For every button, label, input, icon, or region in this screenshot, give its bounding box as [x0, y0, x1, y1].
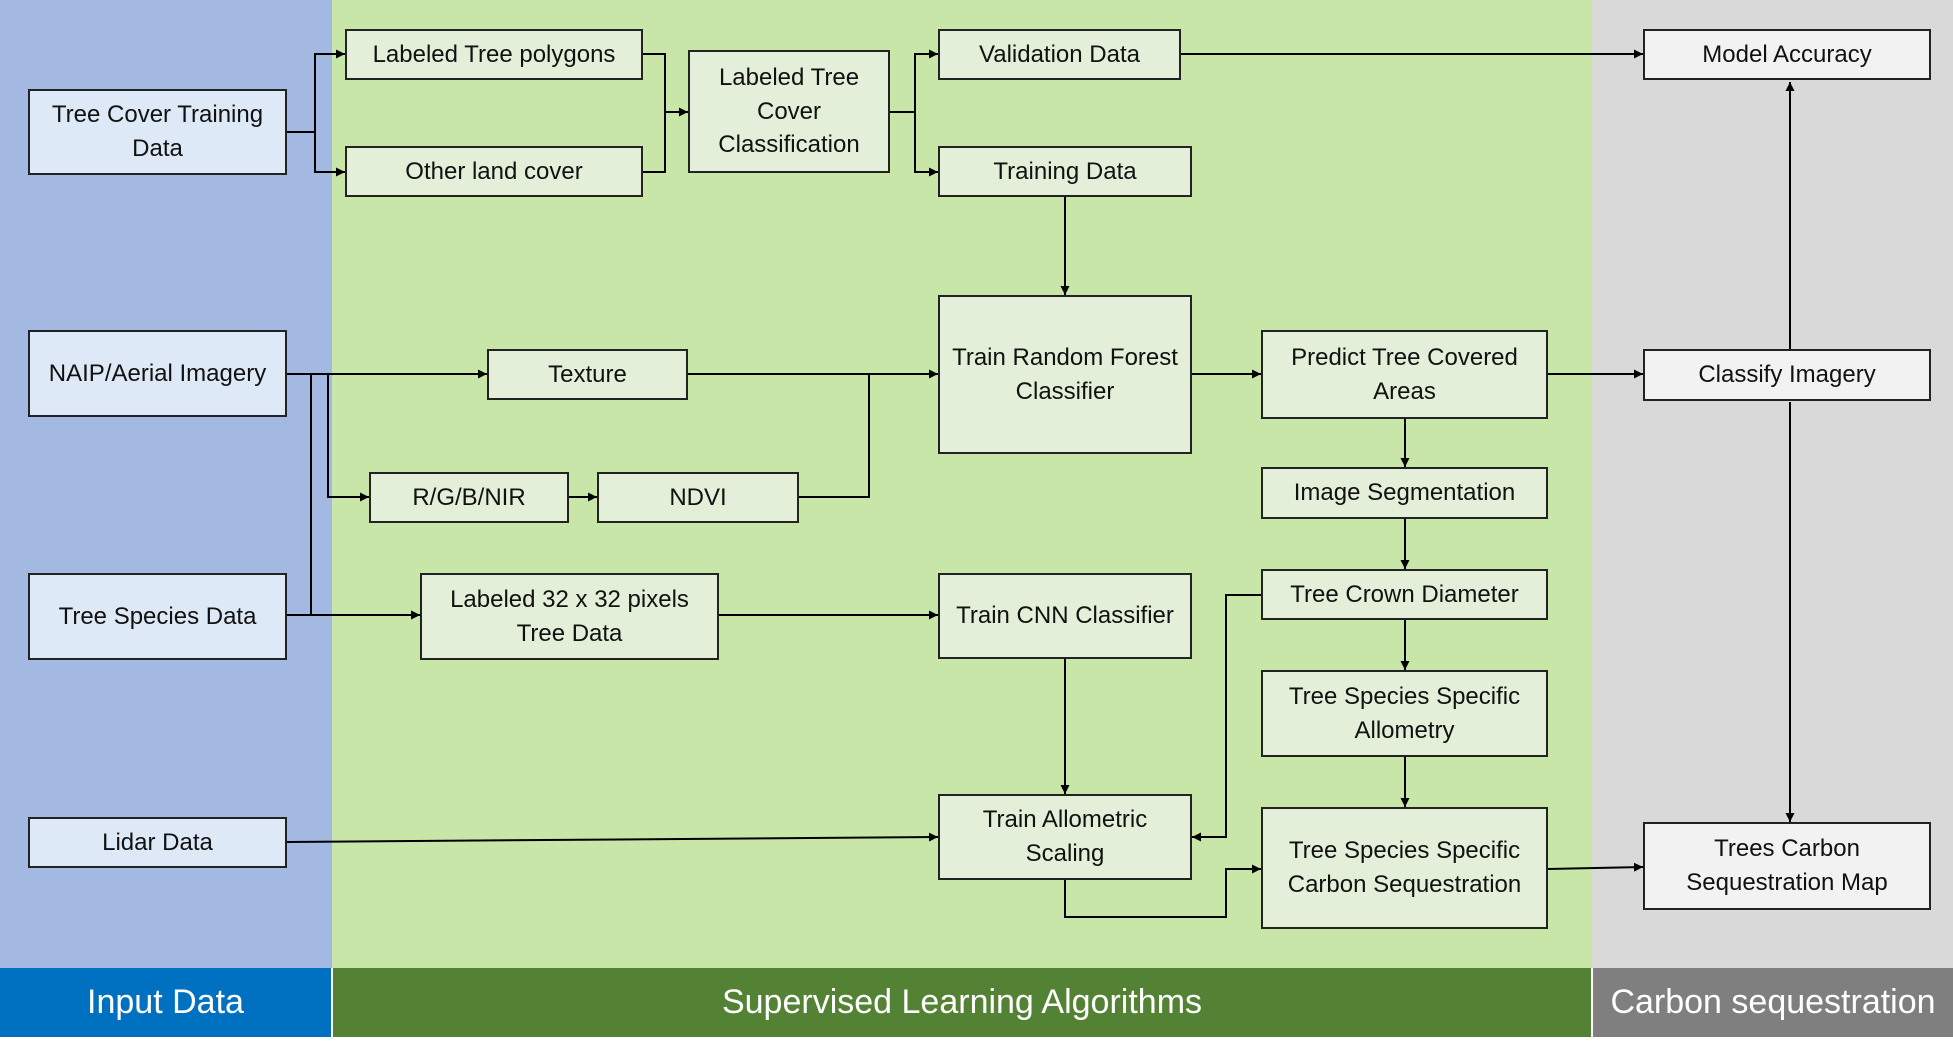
node-tree-species-data: Tree Species Data	[28, 573, 287, 660]
edge-ndvi-to-rf	[799, 374, 870, 498]
node-tree-species-specific-carbon-sequestration: Tree Species Specific Carbon Sequestrati…	[1261, 807, 1548, 929]
edge-crown-to-allometric	[1192, 594, 1261, 842]
edge-allometric-to-carbon	[1064, 864, 1261, 918]
edge-training-to-polygons	[287, 49, 345, 133]
edge-polygons-to-classification	[643, 53, 688, 117]
node-labeled-tree-cover-classification: Labeled Tree Cover Classification	[688, 50, 890, 173]
node-texture: Texture	[487, 349, 688, 400]
node-tree-cover-training-data: Tree Cover Training Data	[28, 89, 287, 175]
node-train-random-forest-classifier: Train Random Forest Classifier	[938, 295, 1192, 454]
edge-classification-to-validation	[890, 49, 938, 113]
node-validation-data: Validation Data	[938, 29, 1181, 80]
node-lidar-data: Lidar Data	[28, 817, 287, 868]
node-training-data: Training Data	[938, 146, 1192, 197]
node-rgb-nir: R/G/B/NIR	[369, 472, 569, 523]
node-ndvi: NDVI	[597, 472, 799, 523]
carbon-sequestration-footer: Carbon sequestration	[1593, 968, 1953, 1037]
node-tree-species-specific-allometry: Tree Species Specific Allometry	[1261, 670, 1548, 757]
node-train-allometric-scaling: Train Allometric Scaling	[938, 794, 1192, 880]
edge-lidar-to-allometric	[286, 832, 939, 843]
node-naip-aerial-imagery: NAIP/Aerial Imagery	[28, 330, 287, 417]
input-data-footer: Input Data	[0, 968, 331, 1037]
node-train-cnn-classifier: Train CNN Classifier	[938, 573, 1192, 659]
node-image-segmentation: Image Segmentation	[1261, 467, 1548, 519]
node-labeled-tree-polygons: Labeled Tree polygons	[345, 29, 643, 80]
edge-training-to-other	[314, 132, 345, 177]
node-labeled-32x32-tree-data: Labeled 32 x 32 pixels Tree Data	[420, 573, 719, 660]
edge-other-to-classification	[643, 112, 666, 173]
node-model-accuracy: Model Accuracy	[1643, 29, 1931, 80]
node-classify-imagery: Classify Imagery	[1643, 349, 1931, 401]
edge-classification-to-training	[914, 112, 938, 177]
edge-carbon-to-map	[1547, 862, 1644, 872]
carbon-sequestration-band	[1592, 0, 1953, 968]
supervised-learning-footer: Supervised Learning Algorithms	[333, 968, 1591, 1037]
node-trees-carbon-sequestration-map: Trees Carbon Sequestration Map	[1643, 822, 1931, 910]
node-predict-tree-covered-areas: Predict Tree Covered Areas	[1261, 330, 1548, 419]
node-tree-crown-diameter: Tree Crown Diameter	[1261, 569, 1548, 620]
node-other-land-cover: Other land cover	[345, 146, 643, 197]
edge-naip-to-rgbnir	[327, 374, 369, 502]
